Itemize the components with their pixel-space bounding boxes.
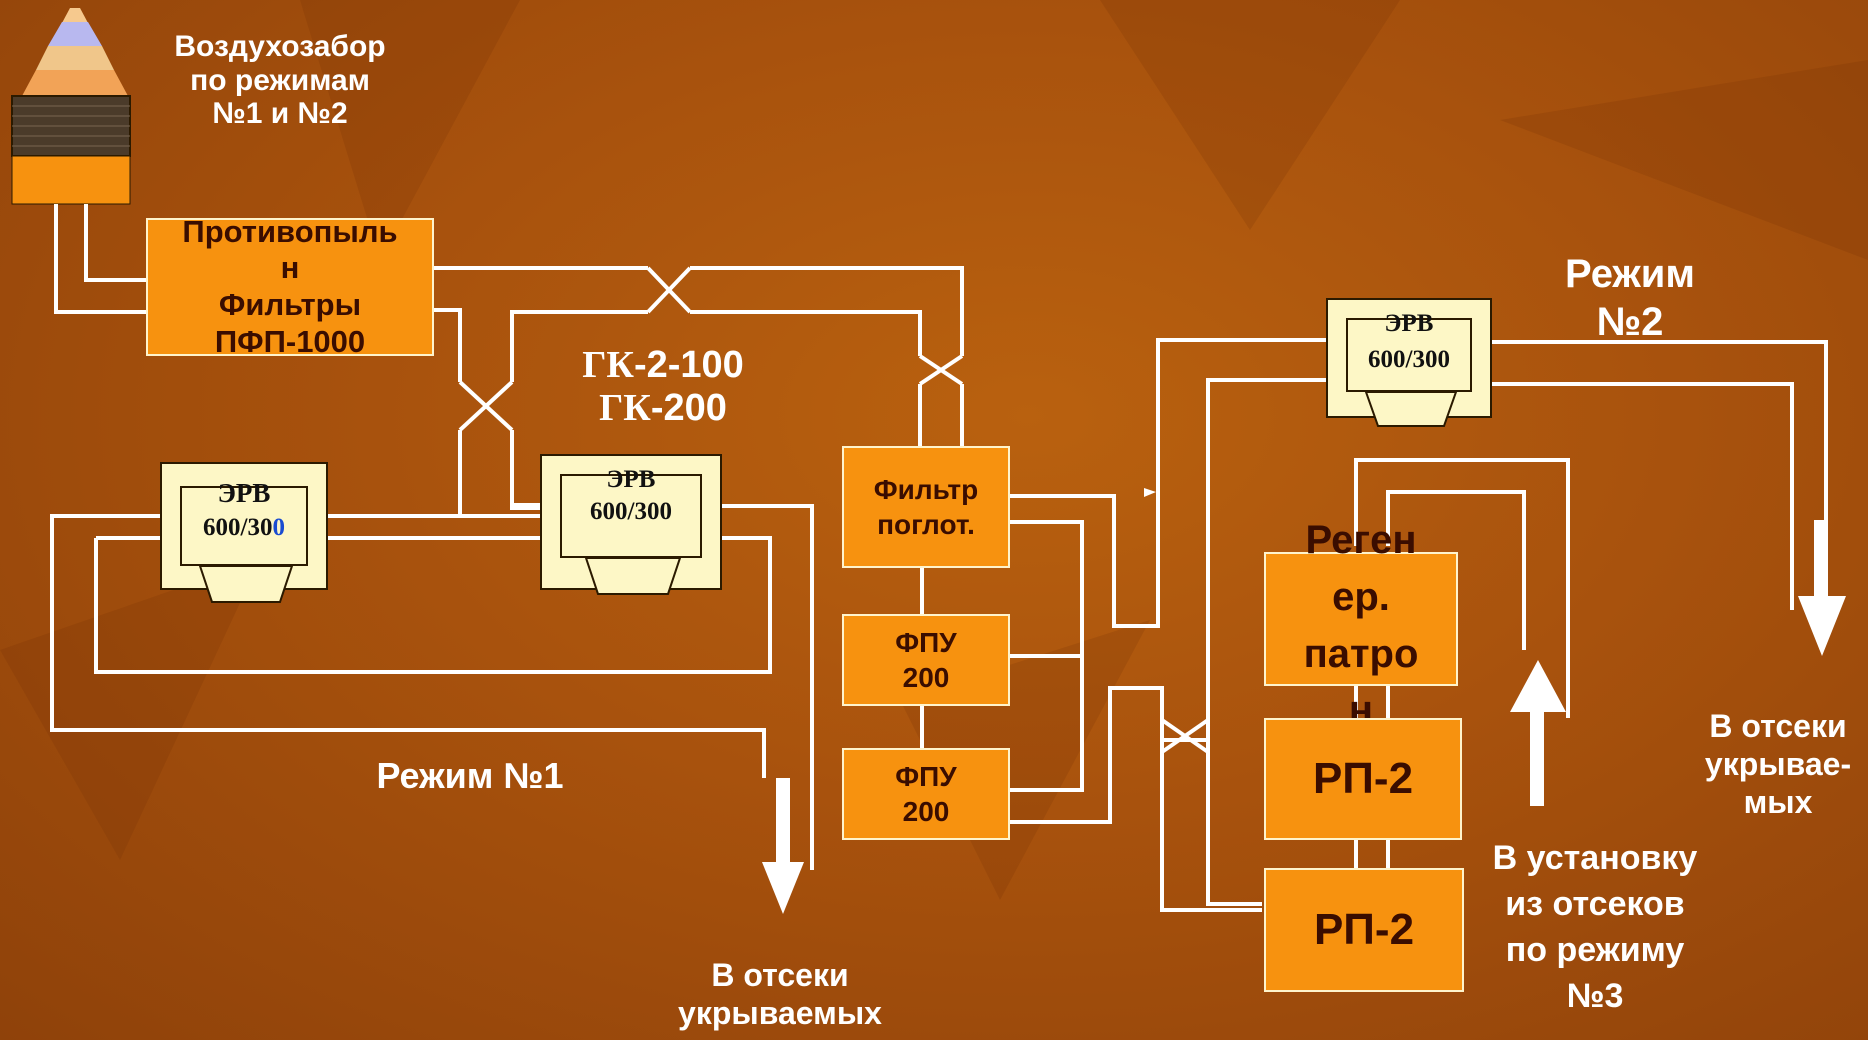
erv-unit-right: ЭРВ 600/300 — [1326, 298, 1492, 427]
arrow-up-icon — [1510, 660, 1566, 806]
mode2-label: Режим №2 — [1565, 252, 1695, 344]
background-texture — [0, 0, 1868, 900]
erv-name: ЭРВ — [217, 478, 271, 508]
erv-name: ЭРВ — [606, 466, 656, 493]
erv-name: ЭРВ — [1384, 310, 1434, 337]
intake-label-line1: Воздухозабор — [174, 30, 386, 63]
erv-unit-left: ЭРВ 600/300 — [160, 462, 328, 603]
erv-hopper-icon — [1364, 391, 1458, 427]
air-intake-icon — [11, 8, 131, 205]
valve-left-icon — [458, 380, 514, 432]
erv-hopper-icon — [584, 557, 682, 595]
valve-top-icon — [646, 266, 692, 314]
regen-cartridge-box: Реген ер. патро н — [1264, 518, 1458, 732]
fpu-box-2: ФПУ 200 — [842, 748, 1010, 840]
valve-right-icon — [918, 354, 964, 386]
outlet-right-label: В отсеки укрывае- мых — [1704, 708, 1852, 820]
valve-lower-icon — [1160, 718, 1210, 754]
rp2-box-1: РП-2 — [1264, 718, 1462, 840]
gk-label: ГК-2-100 ГК-200 — [582, 344, 744, 429]
pipes — [50, 204, 1828, 912]
filter-absorber-box: Фильтр поглот. — [842, 446, 1010, 568]
erv-hopper-icon — [198, 565, 294, 603]
intake-label-line3: №1 и №2 — [212, 97, 348, 131]
mode1-label: Режим №1 — [376, 755, 564, 796]
arrow-down-right-icon — [1798, 520, 1846, 656]
erv-spec: 600/300 — [590, 498, 672, 525]
intake-label-line2: по режимам — [190, 63, 370, 97]
arrow-down-left-icon — [762, 778, 804, 914]
outlet-left-label: В отсеки укрываемых — [678, 957, 882, 1032]
install-label: В установку из отсеков по режиму №3 — [1492, 839, 1698, 1015]
erv-spec: 600/300 — [1368, 346, 1450, 373]
erv-unit-middle: ЭРВ 600/300 — [540, 454, 722, 595]
erv-spec: 600/300 — [203, 514, 285, 541]
dust-filter-box: Противопыль н Фильтры ПФП-1000 — [146, 214, 434, 359]
rp2-box-2: РП-2 — [1264, 868, 1464, 992]
fpu-box-1: ФПУ 200 — [842, 614, 1010, 706]
small-arrow-icon — [1144, 488, 1156, 497]
valve-icons — [458, 266, 1210, 754]
intake-label: Воздухозабор по режимам №1 и №2 — [140, 30, 420, 131]
